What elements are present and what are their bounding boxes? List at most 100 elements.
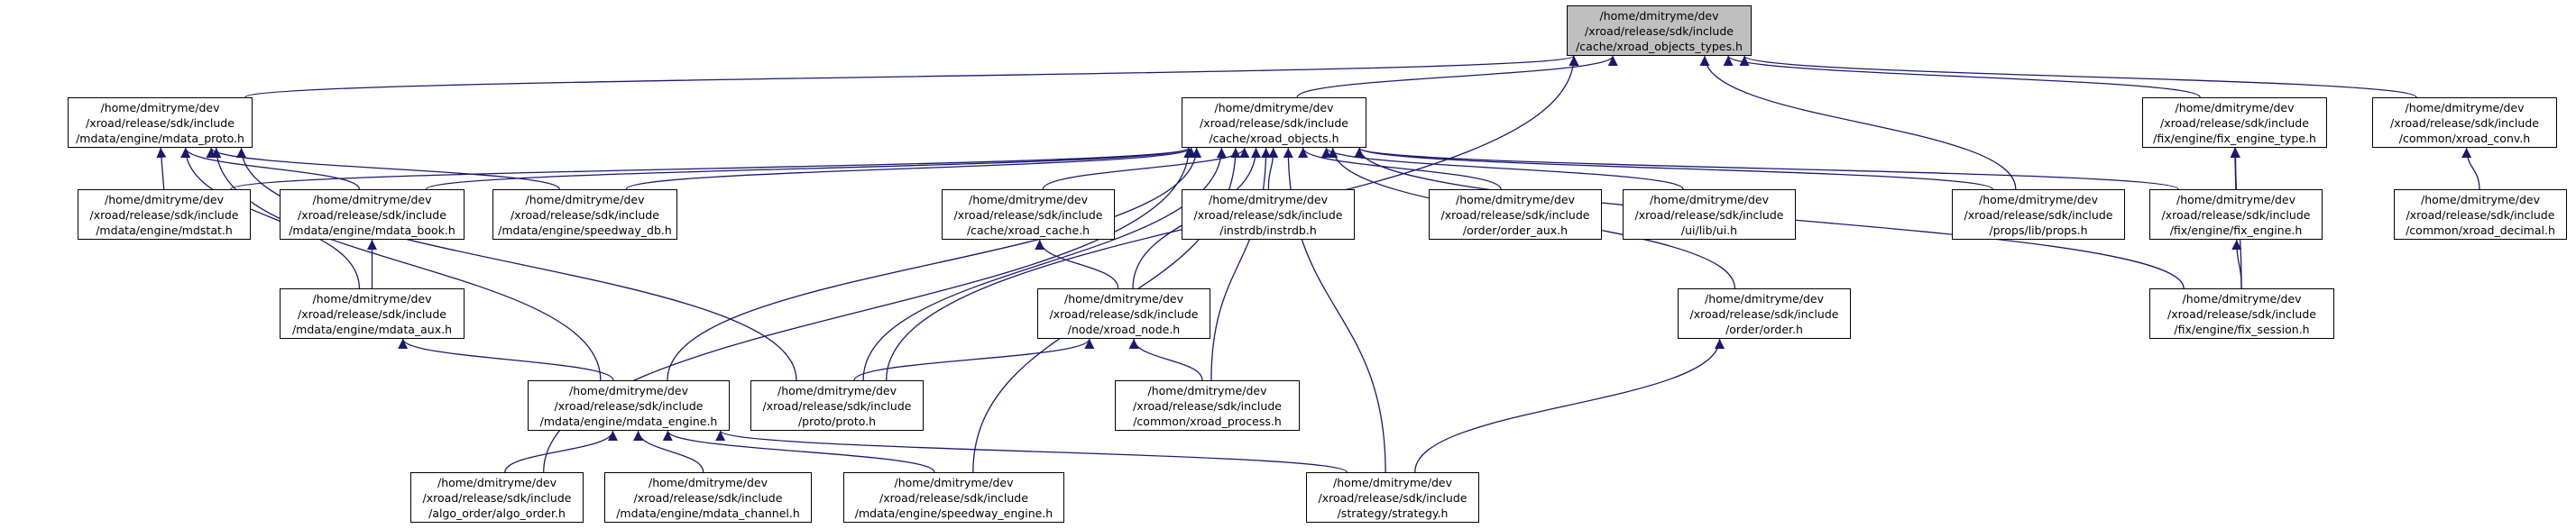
- edge-speedway-db-to-xroad-objects: [625, 147, 1197, 190]
- node-xroad-objects-types[interactable]: /home/dmitryme/dev/xroad/release/sdk/inc…: [1567, 5, 1752, 56]
- node-label-line: /cache/xroad_objects_types.h: [1576, 39, 1743, 53]
- edge-mdata-book-to-xroad-objects: [425, 147, 1194, 190]
- node-mdstat[interactable]: /home/dmitryme/dev/xroad/release/sdk/inc…: [78, 189, 251, 240]
- node-label-line: /xroad/release/sdk/include: [1318, 490, 1467, 505]
- node-speedway-engine[interactable]: /home/dmitryme/dev/xroad/release/sdk/inc…: [843, 472, 1064, 523]
- edge-xroad-cache-to-xroad-objects: [1042, 147, 1250, 190]
- edge-xroad-process-to-xroad-objects: [1210, 147, 1272, 381]
- node-label-line: /home/dmitryme/dev: [1650, 192, 1769, 206]
- node-xroad-process[interactable]: /home/dmitryme/dev/xroad/release/sdk/inc…: [1115, 380, 1300, 431]
- node-label-line: /xroad/release/sdk/include: [2161, 207, 2311, 222]
- node-label-line: /xroad/release/sdk/include: [2160, 115, 2309, 130]
- node-label-line: /xroad/release/sdk/include: [1200, 115, 1348, 130]
- node-label-line: /home/dmitryme/dev: [2176, 192, 2295, 206]
- node-label-line: /instrdb/instrdb.h: [1219, 223, 1317, 237]
- node-speedway-db[interactable]: /home/dmitryme/dev/xroad/release/sdk/inc…: [492, 189, 677, 240]
- node-label-line: /order/order.h: [1725, 322, 1803, 336]
- node-label-line: /xroad/release/sdk/include: [422, 490, 572, 505]
- node-label-line: /xroad/release/sdk/include: [554, 398, 704, 413]
- node-label-line: /home/dmitryme/dev: [1456, 192, 1575, 206]
- node-xroad-conv[interactable]: /home/dmitryme/dev/xroad/release/sdk/inc…: [2372, 97, 2557, 148]
- node-label-line: /algo_order/algo_order.h: [428, 506, 566, 520]
- edge-proto-to-xroad-objects: [862, 147, 1227, 381]
- node-xroad-cache[interactable]: /home/dmitryme/dev/xroad/release/sdk/inc…: [942, 189, 1115, 240]
- node-mdata-channel[interactable]: /home/dmitryme/dev/xroad/release/sdk/inc…: [604, 472, 812, 523]
- node-label-line: /home/dmitryme/dev: [1705, 291, 1824, 306]
- node-label-line: /xroad/release/sdk/include: [1440, 207, 1590, 222]
- node-algo-order[interactable]: /home/dmitryme/dev/xroad/release/sdk/inc…: [410, 472, 584, 523]
- node-ui[interactable]: /home/dmitryme/dev/xroad/release/sdk/inc…: [1623, 189, 1796, 240]
- node-order-aux[interactable]: /home/dmitryme/dev/xroad/release/sdk/inc…: [1429, 189, 1602, 240]
- node-label-line: /node/xroad_node.h: [1067, 322, 1181, 336]
- edge-fix-session-to-fix-engine: [2231, 239, 2242, 289]
- node-mdata-book[interactable]: /home/dmitryme/dev/xroad/release/sdk/inc…: [280, 189, 465, 240]
- node-label-line: /fix/engine/fix_session.h: [2174, 322, 2310, 336]
- node-label-line: /fix/engine/fix_engine_type.h: [2153, 131, 2316, 145]
- edge-mdata-book-to-mdata-proto: [180, 147, 361, 190]
- node-label-line: /xroad/release/sdk/include: [1133, 398, 1282, 413]
- edge-algo-order-to-mdata-engine: [504, 430, 618, 473]
- node-label-line: /home/dmitryme/dev: [100, 100, 220, 114]
- edge-ui-to-xroad-objects: [1321, 147, 1684, 190]
- node-label-line: /xroad/release/sdk/include: [1193, 207, 1343, 222]
- node-label-line: /home/dmitryme/dev: [1979, 192, 2098, 206]
- node-label-line: /cache/xroad_objects.h: [1209, 131, 1339, 145]
- node-label-line: /home/dmitryme/dev: [1209, 192, 1328, 206]
- node-label-line: /home/dmitryme/dev: [105, 192, 224, 206]
- node-label-line: /xroad/release/sdk/include: [2406, 207, 2555, 222]
- node-label-line: /xroad/release/sdk/include: [2390, 115, 2539, 130]
- node-mdata-engine[interactable]: /home/dmitryme/dev/xroad/release/sdk/inc…: [528, 380, 730, 431]
- node-label-line: /common/xroad_process.h: [1133, 414, 1282, 428]
- edge-xroad-conv-to-xroad-objects-types: [1739, 55, 2417, 98]
- node-label-line: /home/dmitryme/dev: [1064, 291, 1183, 306]
- node-label-line: /home/dmitryme/dev: [1214, 100, 1334, 114]
- node-label-line: /xroad/release/sdk/include: [762, 398, 912, 413]
- node-label-line: /order/order_aux.h: [1462, 223, 1569, 237]
- edge-mdstat-to-xroad-objects: [230, 147, 1193, 190]
- node-fix-engine-type[interactable]: /home/dmitryme/dev/xroad/release/sdk/inc…: [2142, 97, 2327, 148]
- node-label-line: /home/dmitryme/dev: [312, 192, 432, 206]
- node-label-line: /xroad/release/sdk/include: [1689, 306, 1839, 321]
- node-xroad-node[interactable]: /home/dmitryme/dev/xroad/release/sdk/inc…: [1037, 288, 1210, 339]
- edge-strategy-to-order: [1414, 338, 1725, 473]
- node-label-line: /home/dmitryme/dev: [894, 475, 1014, 489]
- node-order[interactable]: /home/dmitryme/dev/xroad/release/sdk/inc…: [1678, 288, 1851, 339]
- node-label-line: /xroad/release/sdk/include: [298, 207, 446, 222]
- node-label-line: /xroad/release/sdk/include: [86, 115, 235, 130]
- node-label-line: /xroad/release/sdk/include: [511, 207, 659, 222]
- edge-speedway-engine-to-mdata-engine: [662, 430, 935, 473]
- node-xroad-decimal[interactable]: /home/dmitryme/dev/xroad/release/sdk/inc…: [2394, 189, 2567, 240]
- node-xroad-objects[interactable]: /home/dmitryme/dev/xroad/release/sdk/inc…: [1182, 97, 1366, 148]
- node-mdata-proto[interactable]: /home/dmitryme/dev/xroad/release/sdk/inc…: [68, 97, 253, 148]
- edge-mdata-engine-to-mdata-aux: [398, 338, 614, 381]
- edge-props-to-xroad-objects-types: [1699, 55, 2017, 190]
- node-instrdb[interactable]: /home/dmitryme/dev/xroad/release/sdk/inc…: [1182, 189, 1355, 240]
- edge-strategy-to-mdata-engine: [715, 430, 1348, 473]
- node-label-line: /home/dmitryme/dev: [2175, 100, 2295, 114]
- edge-xroad-node-to-xroad-cache: [1035, 239, 1119, 289]
- node-label-line: /home/dmitryme/dev: [1147, 383, 1267, 397]
- node-label-line: /mdata/engine/mdata_book.h: [289, 223, 455, 237]
- node-fix-session[interactable]: /home/dmitryme/dev/xroad/release/sdk/inc…: [2149, 288, 2334, 339]
- node-strategy[interactable]: /home/dmitryme/dev/xroad/release/sdk/inc…: [1306, 472, 1479, 523]
- edge-props-to-xroad-objects: [1354, 147, 1993, 190]
- node-proto[interactable]: /home/dmitryme/dev/xroad/release/sdk/inc…: [750, 380, 924, 431]
- node-mdata-aux[interactable]: /home/dmitryme/dev/xroad/release/sdk/inc…: [280, 288, 465, 339]
- node-label-line: /xroad/release/sdk/include: [879, 490, 1028, 505]
- edge-speedway-db-to-mdata-proto: [206, 147, 560, 190]
- node-label-line: /home/dmitryme/dev: [1333, 475, 1452, 489]
- node-label-line: /home/dmitryme/dev: [1599, 8, 1719, 23]
- node-label-line: /xroad/release/sdk/include: [1585, 23, 1734, 38]
- node-label-line: /xroad/release/sdk/include: [89, 207, 239, 222]
- node-props[interactable]: /home/dmitryme/dev/xroad/release/sdk/inc…: [1952, 189, 2125, 240]
- node-label-line: /mdata/engine/mdata_proto.h: [76, 131, 244, 145]
- node-label-line: /mdata/engine/speedway_db.h: [498, 223, 672, 237]
- node-label-line: /home/dmitryme/dev: [437, 475, 557, 489]
- node-fix-engine[interactable]: /home/dmitryme/dev/xroad/release/sdk/inc…: [2149, 189, 2323, 240]
- node-label-line: /home/dmitryme/dev: [525, 192, 645, 206]
- edge-mdstat-to-mdata-proto: [156, 147, 167, 190]
- node-label-line: /mdata/engine/mdstat.h: [96, 223, 233, 237]
- node-label-line: /home/dmitryme/dev: [2421, 192, 2540, 206]
- edge-proto-to-mdata-proto: [236, 147, 797, 381]
